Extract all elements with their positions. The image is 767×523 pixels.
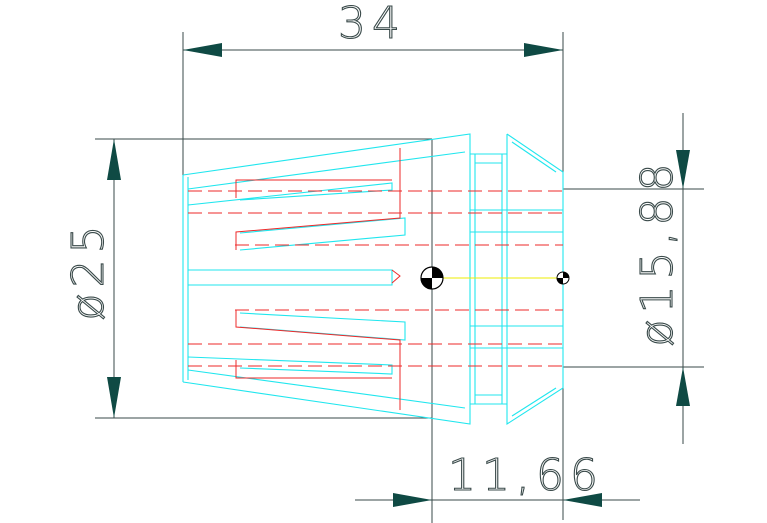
arrow-left-icon: [563, 493, 602, 507]
arrow-right-icon: [524, 43, 563, 57]
center-mark-icon: [556, 271, 570, 285]
arrow-down-icon: [676, 150, 690, 189]
slot-lines: [188, 148, 563, 410]
dimension-label-outer-diameter: ø25: [63, 220, 114, 321]
arrow-up-icon: [107, 139, 121, 180]
dimension-label-offset: 11,66: [448, 450, 604, 501]
dimension-label-length: 34: [338, 0, 406, 49]
center-mark-icon: [420, 266, 444, 290]
arrow-up-icon: [676, 367, 690, 406]
dimension-geometry: [95, 32, 704, 523]
collet-outline: [182, 133, 564, 426]
dimension-label-bore-diameter: ø15,88: [632, 158, 683, 347]
arrow-left-icon: [183, 43, 222, 57]
arrow-right-icon: [393, 493, 432, 507]
arrow-down-icon: [107, 377, 121, 418]
